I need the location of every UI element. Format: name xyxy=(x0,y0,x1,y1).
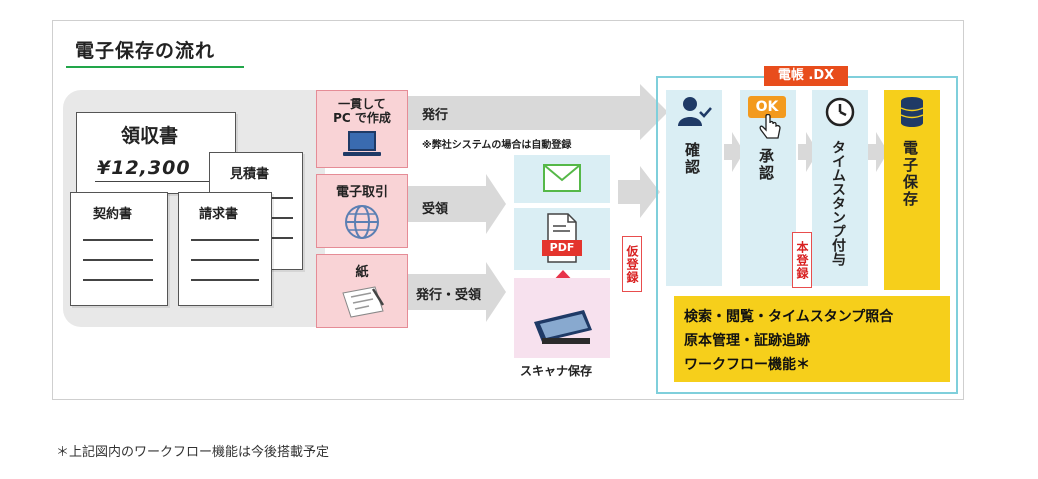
approve-label: 承認 xyxy=(757,148,775,182)
receipt-title: 領収書 xyxy=(121,125,179,147)
laptop-icon xyxy=(343,131,381,156)
scanner-box xyxy=(514,278,610,358)
edi-source-box: 電子取引 xyxy=(316,174,408,248)
doc-line xyxy=(191,259,259,261)
feature-item: ワークフロー機能＊ xyxy=(684,357,810,373)
receipt-amount: ¥12,300 xyxy=(97,157,191,179)
estimate-title: 見積書 xyxy=(230,167,270,182)
title-underline xyxy=(66,66,244,68)
temp-register-tag: 仮登録 xyxy=(622,236,642,292)
issue-receive-label: 発行・受領 xyxy=(416,288,482,303)
invoice-document: 請求書 xyxy=(178,192,272,306)
doc-line xyxy=(83,259,153,261)
envelope-icon xyxy=(543,164,581,192)
footnote: ＊上記図内のワークフロー機能は今後搭載予定 xyxy=(56,445,330,460)
scanner-icon xyxy=(534,310,592,344)
denchou-tag: 電帳 .DX xyxy=(764,66,848,86)
user-check-icon xyxy=(678,97,712,126)
database-icon xyxy=(900,97,924,127)
doc-line xyxy=(83,279,153,281)
clock-icon xyxy=(825,97,855,127)
doc-line xyxy=(191,239,259,241)
contract-title: 契約書 xyxy=(93,207,133,222)
pdf-box: PDF xyxy=(514,208,610,270)
features-box: 検索・閲覧・タイムスタンプ照合 原本管理・証跡追跡 ワークフロー機能＊ xyxy=(674,296,950,382)
paper-source-box: 紙 xyxy=(316,254,408,328)
signing-paper-icon xyxy=(342,286,385,318)
globe-icon xyxy=(345,205,379,239)
timestamp-label: タイムスタンプ付与 xyxy=(830,140,846,266)
doc-line xyxy=(265,217,293,219)
ok-badge: OK xyxy=(748,96,786,118)
pc-label-2: PC で作成 xyxy=(333,111,391,125)
pointer-hand-icon xyxy=(759,114,781,139)
timestamp-column: タイムスタンプ付与 xyxy=(812,90,868,286)
amount-underline xyxy=(95,181,213,182)
email-box xyxy=(514,155,610,203)
pc-source-box: 一貫して PC で作成 xyxy=(316,90,408,168)
scanner-caption: スキャナ保存 xyxy=(520,364,593,378)
confirm-column: 確認 xyxy=(666,90,722,286)
issue-label: 発行 xyxy=(422,108,449,123)
feature-item: 原本管理・証跡追跡 xyxy=(684,333,810,349)
doc-line xyxy=(265,237,293,239)
confirm-label: 確認 xyxy=(683,142,701,176)
doc-line xyxy=(83,239,153,241)
issue-note: ※弊社システムの場合は自動登録 xyxy=(422,140,572,151)
approve-column: OK 承認 xyxy=(740,90,796,286)
paper-label: 紙 xyxy=(355,265,369,280)
e-storage-column: 電子保存 xyxy=(884,90,940,290)
invoice-title: 請求書 xyxy=(199,207,239,222)
contract-document: 契約書 xyxy=(70,192,168,306)
receive-label: 受領 xyxy=(422,202,449,217)
formal-register-tag: 本登録 xyxy=(792,232,812,288)
pdf-badge: PDF xyxy=(542,240,582,256)
doc-line xyxy=(191,279,259,281)
pdf-file-icon xyxy=(547,213,577,263)
doc-line xyxy=(265,197,293,199)
feature-item: 検索・閲覧・タイムスタンプ照合 xyxy=(684,309,894,325)
pc-label-1: 一貫して xyxy=(338,97,386,111)
edi-label: 電子取引 xyxy=(335,185,388,200)
e-storage-label: 電子保存 xyxy=(901,140,919,208)
diagram-title: 電子保存の流れ xyxy=(75,40,216,62)
